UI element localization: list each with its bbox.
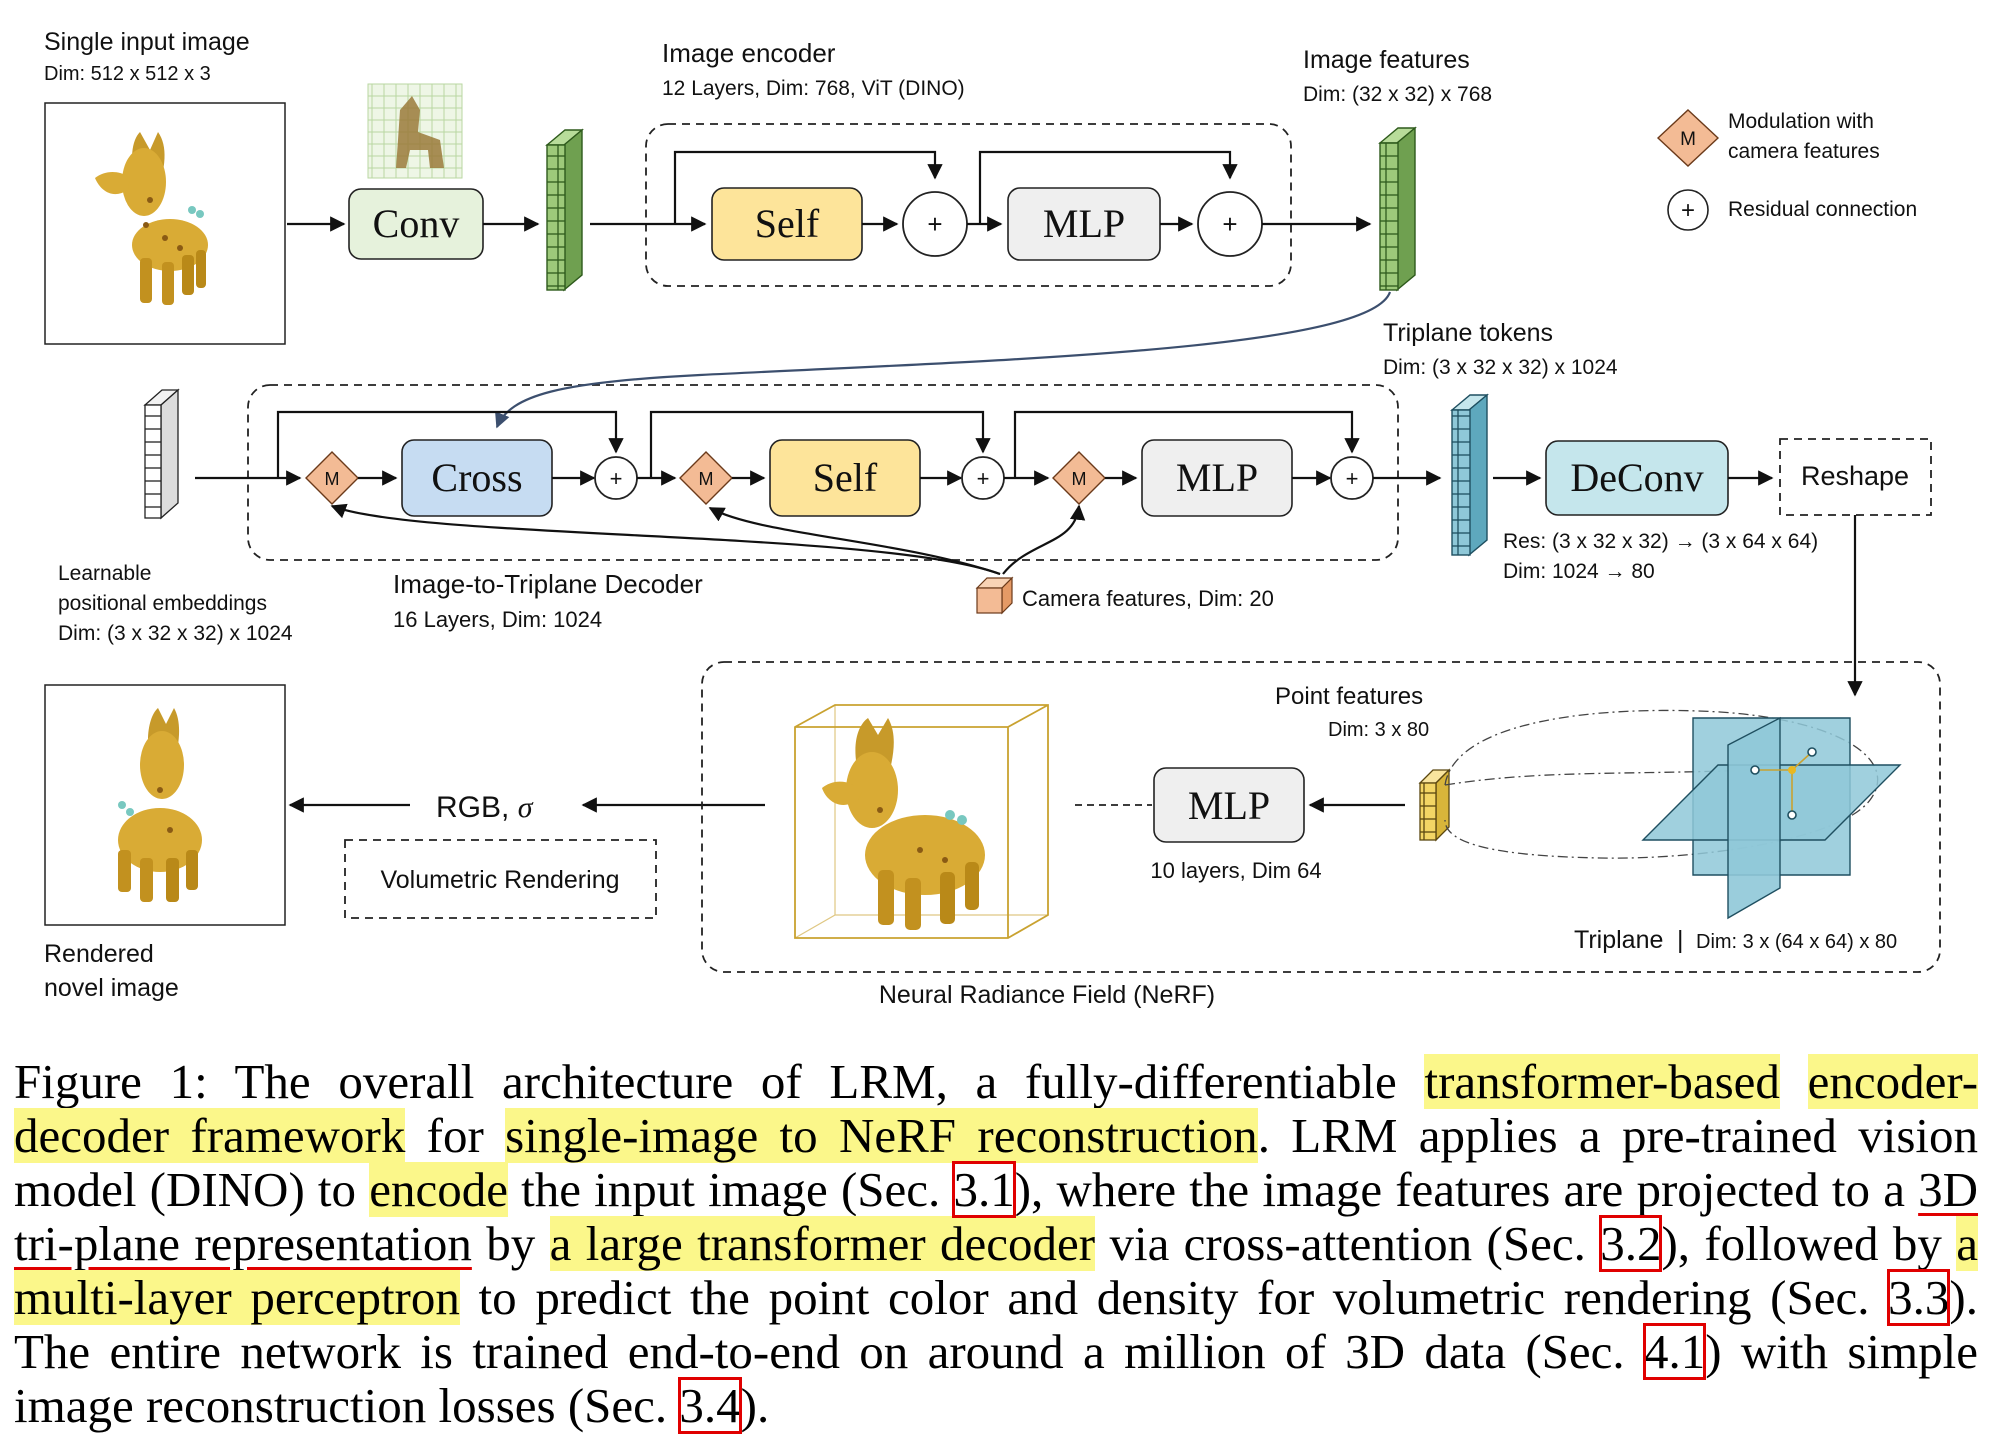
image-features-title: Image features xyxy=(1303,46,1470,74)
section-link-3-4[interactable]: 3.4 xyxy=(678,1377,742,1434)
encoder-self-label: Self xyxy=(755,201,820,246)
pos-embed-line3: Dim: (3 x 32 x 32) x 1024 xyxy=(58,622,293,645)
input-image xyxy=(44,102,286,345)
decoder-self-block: Self xyxy=(769,439,921,517)
deconv-label: DeConv xyxy=(1570,455,1703,500)
highlight-transformer-based: transformer-based xyxy=(1424,1054,1780,1109)
encoder-region xyxy=(645,123,1292,287)
svg-text:M: M xyxy=(699,469,714,489)
pos-embed-line2: positional embeddings xyxy=(58,592,267,615)
input-title: Single input image xyxy=(44,28,250,56)
svg-text:+: + xyxy=(1346,466,1359,491)
triplane-dim: Dim: 3 x (64 x 64) x 80 xyxy=(1696,931,1897,953)
modulation-legend-icon: M xyxy=(1656,109,1720,167)
highlight-single-image-nerf: single-image to NeRF reconstruction xyxy=(505,1108,1258,1163)
legend-modulation-line2: camera features xyxy=(1728,140,1880,163)
triplane-tokens xyxy=(1450,393,1489,557)
reshape-label: Reshape xyxy=(1801,461,1909,491)
svg-text:+: + xyxy=(610,466,623,491)
decoder-modulation-3: M xyxy=(1052,451,1106,505)
decoder-residual-1: + xyxy=(594,456,638,500)
decoder-residual-3: + xyxy=(1330,456,1374,500)
legend-residual: Residual connection xyxy=(1728,198,1917,221)
nerf-mlp-sub: 10 layers, Dim 64 xyxy=(1150,858,1321,883)
svg-text:M: M xyxy=(325,469,340,489)
nerf-giraffe xyxy=(822,718,985,930)
triplane-tokens-title: Triplane tokens xyxy=(1383,319,1553,347)
point-features-dim: Dim: 3 x 80 xyxy=(1328,719,1429,741)
encoder-plus-1: + xyxy=(927,209,942,239)
volumetric-rendering-block: Volumetric Rendering xyxy=(344,839,657,919)
highlight-transformer-decoder: a large transformer decoder xyxy=(549,1216,1096,1271)
encoder-mlp-block: MLP xyxy=(1007,187,1161,261)
section-link-3-3[interactable]: 3.3 xyxy=(1887,1269,1951,1326)
point-features-title: Point features xyxy=(1275,683,1423,710)
underline-triplane-representation: 3D tri-plane representation xyxy=(14,1162,1979,1271)
pos-embed-line1: Learnable xyxy=(58,562,151,585)
triplane-separator: | xyxy=(1677,926,1684,954)
residual-legend-icon: + xyxy=(1667,189,1709,231)
input-dim: Dim: 512 x 512 x 3 xyxy=(44,63,211,85)
conv-label: Conv xyxy=(373,201,460,246)
legend-modulation-line1: Modulation with xyxy=(1728,110,1874,133)
encoder-self-block: Self xyxy=(711,187,863,261)
rendered-image xyxy=(44,684,286,926)
decoder-self-label: Self xyxy=(813,455,878,500)
triplane-planes xyxy=(1641,716,1902,920)
camera-features-cube xyxy=(975,576,1014,615)
camera-features-label: Camera features, Dim: 20 xyxy=(1022,586,1274,611)
decoder-subtitle: 16 Layers, Dim: 1024 xyxy=(393,607,602,632)
highlight-encode: encode xyxy=(369,1162,508,1217)
encoder-plus-2: + xyxy=(1222,209,1237,239)
patch-grid-thumbnail xyxy=(367,83,463,179)
encoder-residual-2: + xyxy=(1197,191,1263,257)
nerf-mlp-block: MLP xyxy=(1153,767,1305,843)
encoder-input-tokens xyxy=(545,128,584,292)
deconv-res: Res: (3 x 32 x 32) → (3 x 64 x 64) xyxy=(1503,530,1818,553)
giraffe-figure xyxy=(95,132,208,305)
svg-text:+: + xyxy=(1681,197,1695,224)
svg-text:+: + xyxy=(977,466,990,491)
section-link-4-1[interactable]: 4.1 xyxy=(1642,1323,1707,1380)
decoder-residual-2: + xyxy=(961,456,1005,500)
rendered-line1: Rendered xyxy=(44,940,154,968)
nerf-title: Neural Radiance Field (NeRF) xyxy=(879,981,1215,1009)
rgb-sigma-label: RGB, σ xyxy=(436,791,534,824)
point-features-tokens xyxy=(1418,768,1451,842)
decoder-mlp-label: MLP xyxy=(1176,455,1258,500)
cross-label: Cross xyxy=(431,455,522,500)
positional-embeddings xyxy=(143,388,180,520)
cross-attention-block: Cross xyxy=(401,439,553,517)
rendered-giraffe xyxy=(118,708,202,902)
section-link-3-2[interactable]: 3.2 xyxy=(1599,1215,1663,1272)
image-features-dim: Dim: (32 x 32) x 768 xyxy=(1303,83,1492,106)
decoder-mlp-block: MLP xyxy=(1141,439,1293,517)
encoder-mlp-label: MLP xyxy=(1043,201,1125,246)
nerf-volume-render xyxy=(794,704,1049,939)
legend: M Modulation with camera features + Resi… xyxy=(1656,109,1917,231)
decoder-modulation-2: M xyxy=(679,451,733,505)
triplane-label: Triplane xyxy=(1574,926,1663,954)
reshape-block: Reshape xyxy=(1779,438,1932,516)
triplane-tokens-dim: Dim: (3 x 32 x 32) x 1024 xyxy=(1383,356,1618,379)
decoder-title: Image-to-Triplane Decoder xyxy=(393,569,703,599)
svg-text:M: M xyxy=(1680,129,1696,150)
svg-text:M: M xyxy=(1072,469,1087,489)
deconv-dim: Dim: 1024 → 80 xyxy=(1503,560,1655,583)
encoder-subtitle: 12 Layers, Dim: 768, ViT (DINO) xyxy=(662,77,965,100)
decoder-region xyxy=(247,384,1399,561)
conv-block: Conv xyxy=(348,188,484,260)
decoder-modulation-1: M xyxy=(305,451,359,505)
encoder-title: Image encoder xyxy=(662,38,836,68)
image-features-tokens xyxy=(1378,126,1417,292)
section-link-3-1[interactable]: 3.1 xyxy=(952,1161,1016,1218)
rendered-line2: novel image xyxy=(44,974,179,1002)
nerf-mlp-label: MLP xyxy=(1188,783,1270,828)
figure-caption: Figure 1: The overall architecture of LR… xyxy=(14,1054,1979,1434)
nerf-region xyxy=(701,661,1941,973)
volumetric-label: Volumetric Rendering xyxy=(380,866,619,894)
deconv-block: DeConv xyxy=(1545,440,1729,516)
encoder-residual-1: + xyxy=(902,191,968,257)
